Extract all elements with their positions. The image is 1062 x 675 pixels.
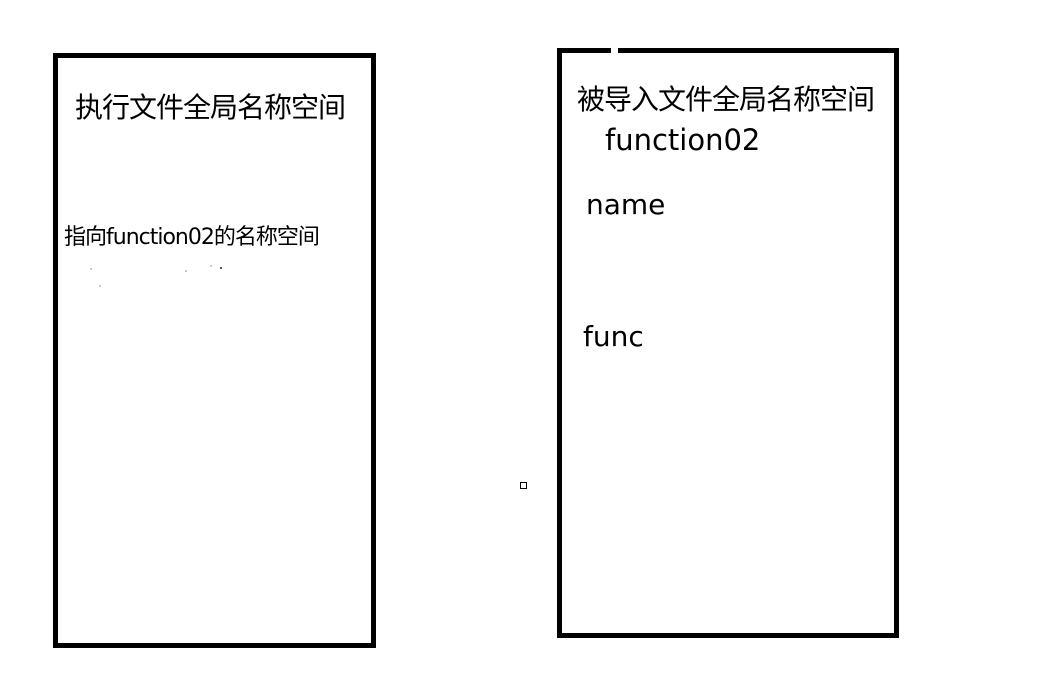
imported-file-namespace-box: 被导入文件全局名称空间 function02 name func: [557, 48, 899, 638]
function02-label: function02: [605, 123, 761, 157]
scribble-marks: [82, 264, 232, 292]
execution-file-namespace-box: 执行文件全局名称空间 指向function02的名称空间: [53, 53, 376, 648]
execution-namespace-title: 执行文件全局名称空间: [75, 91, 346, 124]
resize-handle[interactable]: [520, 482, 527, 489]
namespace-item-func: func: [583, 320, 644, 353]
imported-namespace-title: 被导入文件全局名称空间: [577, 83, 875, 116]
pointer-to-function02-namespace: 指向function02的名称空间: [64, 225, 320, 250]
namespace-item-name: name: [586, 188, 666, 221]
border-gap: [611, 48, 618, 53]
